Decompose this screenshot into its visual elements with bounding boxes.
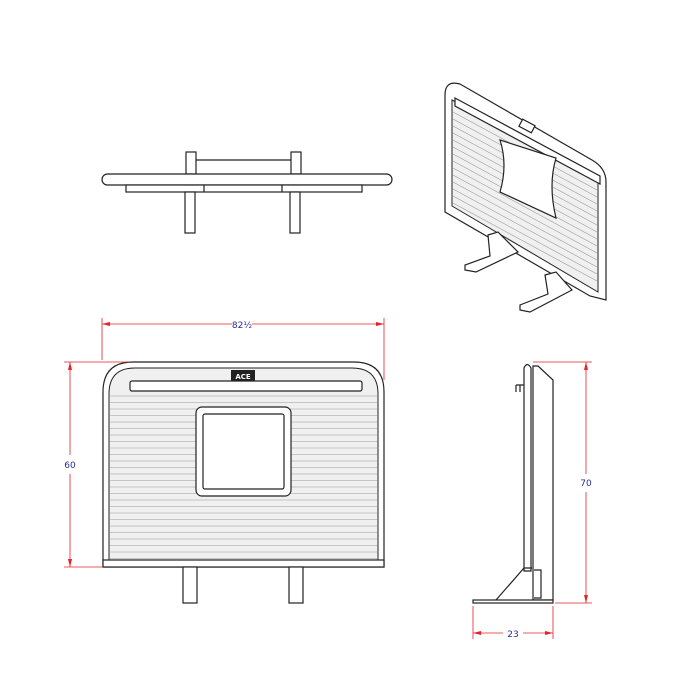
panel-rib: [452, 195, 598, 275]
panel-rib: [452, 174, 598, 254]
logo-text: ACE: [235, 373, 251, 381]
panel-rib: [452, 181, 598, 261]
top-view: [101, 151, 393, 234]
logo-iso: [518, 118, 536, 134]
dimension-side-height-label: 70: [580, 479, 592, 489]
front-view: ACE: [102, 361, 385, 604]
logo-badge: [231, 370, 255, 381]
panel-rib: [452, 202, 598, 282]
dimension-depth-label: 23: [507, 630, 518, 640]
panel-rib: [452, 188, 598, 268]
dimension-width: 82½: [101, 318, 385, 380]
dimension-width-label: 82½: [232, 321, 252, 331]
panel-rib: [452, 167, 598, 247]
isometric-view: [444, 82, 607, 313]
dimension-depth: 23: [472, 606, 554, 640]
side-view: [472, 363, 554, 604]
dimension-side-height: 70: [533, 361, 592, 604]
dimension-front-height-label: 60: [64, 461, 76, 471]
dimension-front-height: 60: [64, 361, 130, 568]
